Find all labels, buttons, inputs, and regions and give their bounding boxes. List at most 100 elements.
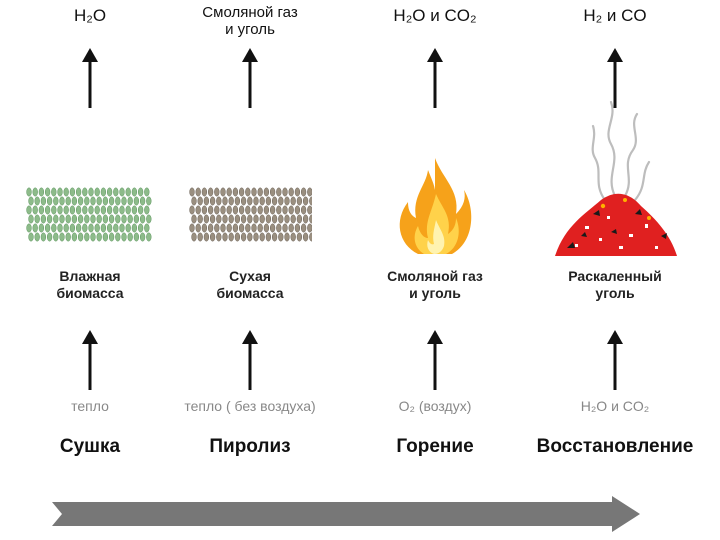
biomass-chip	[234, 214, 241, 224]
biomass-chip	[63, 223, 69, 233]
biomass-chip	[139, 214, 146, 224]
stage-column-reduction: H₂ и CO	[525, 0, 705, 490]
biomass-chip	[119, 187, 125, 197]
biomass-chip	[144, 205, 150, 215]
biomass-chip	[137, 205, 144, 215]
biomass-chip	[222, 196, 228, 206]
product-label: Смоляной газ и уголь	[202, 4, 298, 38]
biomass-chip	[191, 232, 197, 242]
biomass-chip	[253, 232, 259, 242]
biomass-chip	[284, 214, 290, 224]
state-label: Смоляной газ и уголь	[387, 268, 483, 301]
biomass-chip	[96, 232, 102, 242]
biomass-chip	[65, 196, 71, 206]
biomass-chip	[203, 196, 210, 206]
stage-title: Горение	[396, 436, 474, 457]
biomass-chip	[201, 205, 208, 215]
biomass-chip	[257, 187, 263, 197]
biomass-chip	[121, 196, 127, 206]
biomass-chip	[26, 205, 32, 215]
biomass-chip	[245, 187, 251, 197]
biomass-chip	[53, 196, 59, 206]
biomass-chip	[32, 205, 38, 215]
biomass-chip	[53, 232, 59, 242]
biomass-chip	[69, 223, 76, 233]
hot-coal-image	[525, 96, 705, 266]
biomass-chip	[203, 214, 210, 224]
wet-biomass-image	[0, 150, 180, 260]
biomass-chip	[294, 205, 301, 215]
biomass-chip	[77, 232, 84, 242]
biomass-chip	[259, 232, 265, 242]
biomass-chip	[90, 196, 96, 206]
arrow-up-icon	[607, 48, 623, 108]
biomass-chip	[133, 232, 140, 242]
stage-column-combustion: H₂O и CO₂ Смоляной газ и уголь O₂ (возду…	[345, 0, 525, 490]
biomass-chip	[125, 205, 131, 215]
biomass-chip	[189, 223, 195, 233]
biomass-chip	[102, 196, 109, 206]
biomass-chip	[94, 223, 100, 233]
biomass-chip	[28, 232, 34, 242]
biomass-chip	[263, 187, 270, 197]
biomass-chip	[253, 214, 259, 224]
biomass-chip	[263, 205, 270, 215]
biomass-chip	[121, 232, 127, 242]
biomass-chip	[245, 205, 251, 215]
arrow-up-icon	[607, 330, 623, 390]
biomass-chip	[82, 223, 88, 233]
biomass-chip	[127, 232, 133, 242]
biomass-chip	[247, 232, 253, 242]
biomass-chip	[296, 232, 303, 242]
biomass-chip	[84, 196, 90, 206]
biomass-chip	[115, 232, 121, 242]
biomass-chip	[282, 205, 288, 215]
biomass-chip	[265, 214, 272, 224]
biomass-chip	[34, 196, 40, 206]
biomass-chip	[59, 196, 65, 206]
biomass-chip	[32, 187, 38, 197]
biomass-chip	[51, 223, 57, 233]
biomass-chip	[100, 187, 107, 197]
biomass-chip	[251, 205, 257, 215]
biomass-chip	[201, 223, 208, 233]
biomass-chip	[197, 232, 203, 242]
biomass-chip	[94, 205, 100, 215]
biomass-chip	[131, 205, 138, 215]
biomass-chip	[290, 196, 296, 206]
state-label: Влажная биомасса	[56, 268, 124, 301]
stage-title: Сушка	[59, 436, 121, 457]
biomass-chip	[307, 205, 312, 215]
biomass-chip	[139, 232, 146, 242]
biomass-chip	[269, 205, 276, 215]
biomass-chip	[238, 187, 245, 197]
biomass-chip	[300, 223, 307, 233]
biomass-chip	[40, 196, 47, 206]
biomass-chip	[26, 223, 32, 233]
biomass-chip	[251, 187, 257, 197]
biomass-chip	[307, 223, 312, 233]
biomass-chip	[300, 187, 307, 197]
input-label: O₂ (воздух)	[398, 398, 472, 414]
biomass-chip	[77, 196, 84, 206]
flame-image	[345, 150, 525, 260]
biomass-chip	[46, 214, 53, 224]
biomass-chip	[290, 232, 296, 242]
biomass-chip	[240, 232, 247, 242]
biomass-chip	[71, 232, 78, 242]
biomass-chip	[69, 205, 76, 215]
biomass-chip	[100, 223, 107, 233]
biomass-chip	[125, 223, 131, 233]
biomass-chip	[238, 223, 245, 233]
biomass-chip	[282, 187, 288, 197]
biomass-chip	[115, 214, 121, 224]
biomass-chip	[253, 196, 259, 206]
state-label: Раскаленный уголь	[568, 268, 662, 301]
biomass-chip	[296, 214, 303, 224]
biomass-chip	[294, 223, 301, 233]
biomass-chip	[34, 214, 40, 224]
biomass-chip	[220, 205, 226, 215]
biomass-chip	[82, 187, 88, 197]
arrow-up-icon	[82, 48, 98, 108]
biomass-chip	[77, 214, 84, 224]
